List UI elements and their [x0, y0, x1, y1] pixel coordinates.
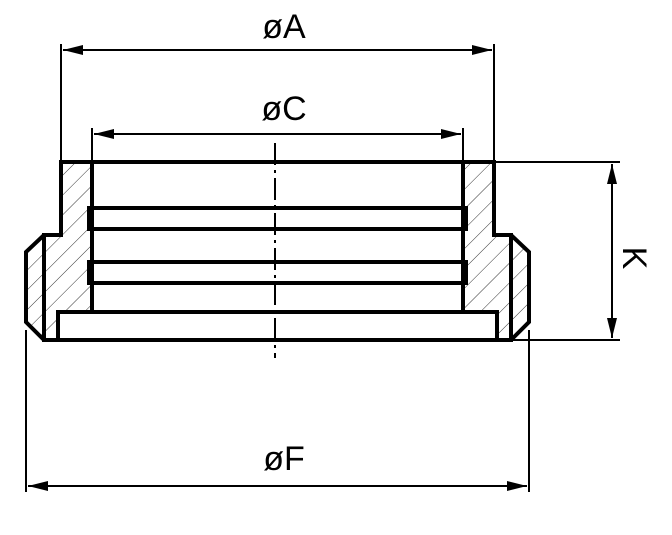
dimension-label-a: øA — [262, 8, 306, 46]
dimension-label-f: øF — [263, 440, 305, 478]
dimension-label-c: øC — [261, 90, 306, 128]
dimension-label-k: K — [615, 247, 653, 270]
groove-ring-upper — [87, 206, 468, 231]
groove-ring-lower — [87, 260, 468, 285]
base-step — [56, 310, 499, 342]
